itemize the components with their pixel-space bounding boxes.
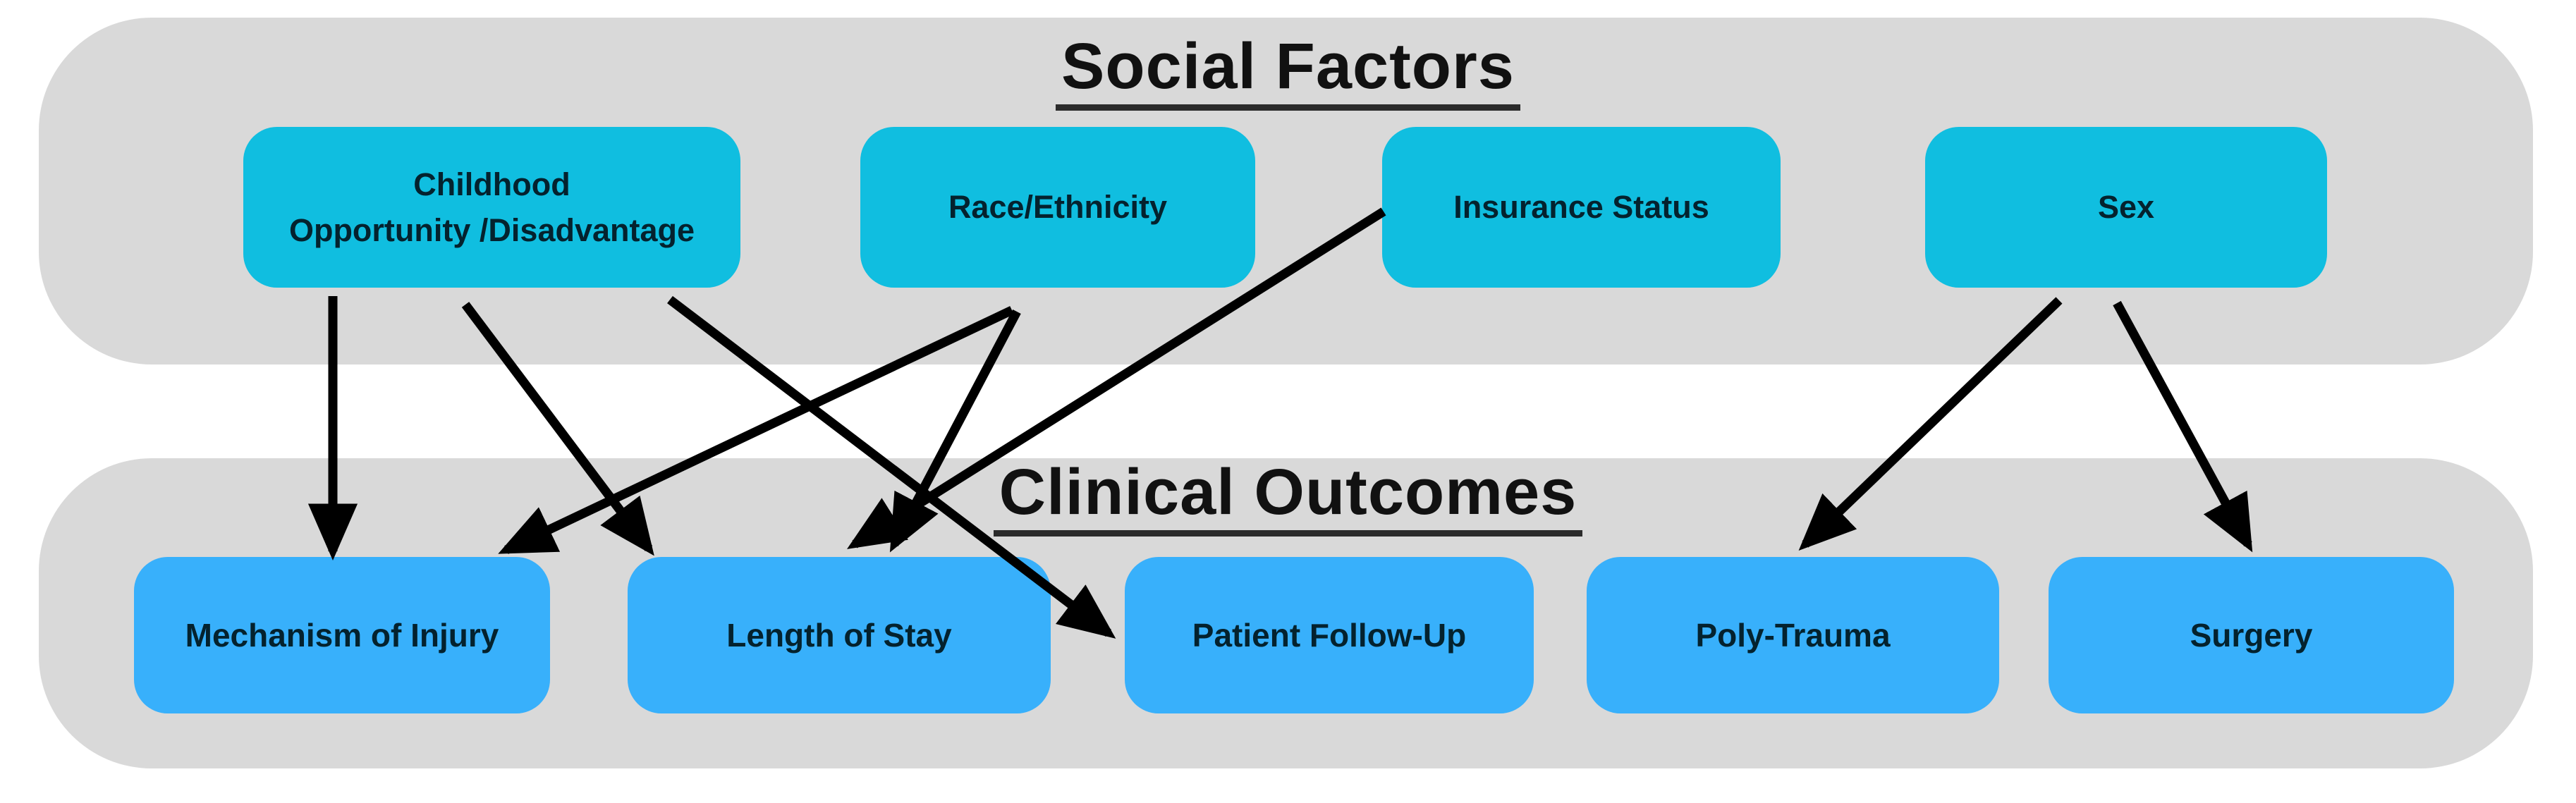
node-surgery-label: Surgery xyxy=(2190,616,2313,654)
social-factors-title-text: Social Factors xyxy=(1056,34,1520,111)
node-childhood-opportunity-label: Childhood Opportunity /Disadvantage xyxy=(288,166,695,248)
node-race-ethnicity: Race/Ethnicity xyxy=(860,127,1255,288)
node-race-ethnicity-label: Race/Ethnicity xyxy=(948,189,1168,226)
node-length-of-stay-label: Length of Stay xyxy=(726,616,952,654)
node-sex: Sex xyxy=(1925,127,2327,288)
node-patient-follow-up-label: Patient Follow-Up xyxy=(1192,616,1467,654)
node-patient-follow-up: Patient Follow-Up xyxy=(1125,557,1534,713)
social-factors-title: Social Factors xyxy=(0,34,2576,111)
node-childhood-opportunity: Childhood Opportunity /Disadvantage xyxy=(243,127,740,288)
node-length-of-stay: Length of Stay xyxy=(628,557,1051,713)
node-poly-trauma-label: Poly-Trauma xyxy=(1695,616,1891,654)
node-insurance-status-label: Insurance Status xyxy=(1453,189,1709,226)
node-mechanism-of-injury-label: Mechanism of Injury xyxy=(185,616,499,654)
node-mechanism-of-injury: Mechanism of Injury xyxy=(134,557,550,713)
node-sex-label: Sex xyxy=(2097,189,2155,226)
clinical-outcomes-title-text: Clinical Outcomes xyxy=(993,460,1583,537)
node-insurance-status: Insurance Status xyxy=(1382,127,1781,288)
node-surgery: Surgery xyxy=(2049,557,2454,713)
node-poly-trauma: Poly-Trauma xyxy=(1587,557,1999,713)
clinical-outcomes-title: Clinical Outcomes xyxy=(0,460,2576,537)
